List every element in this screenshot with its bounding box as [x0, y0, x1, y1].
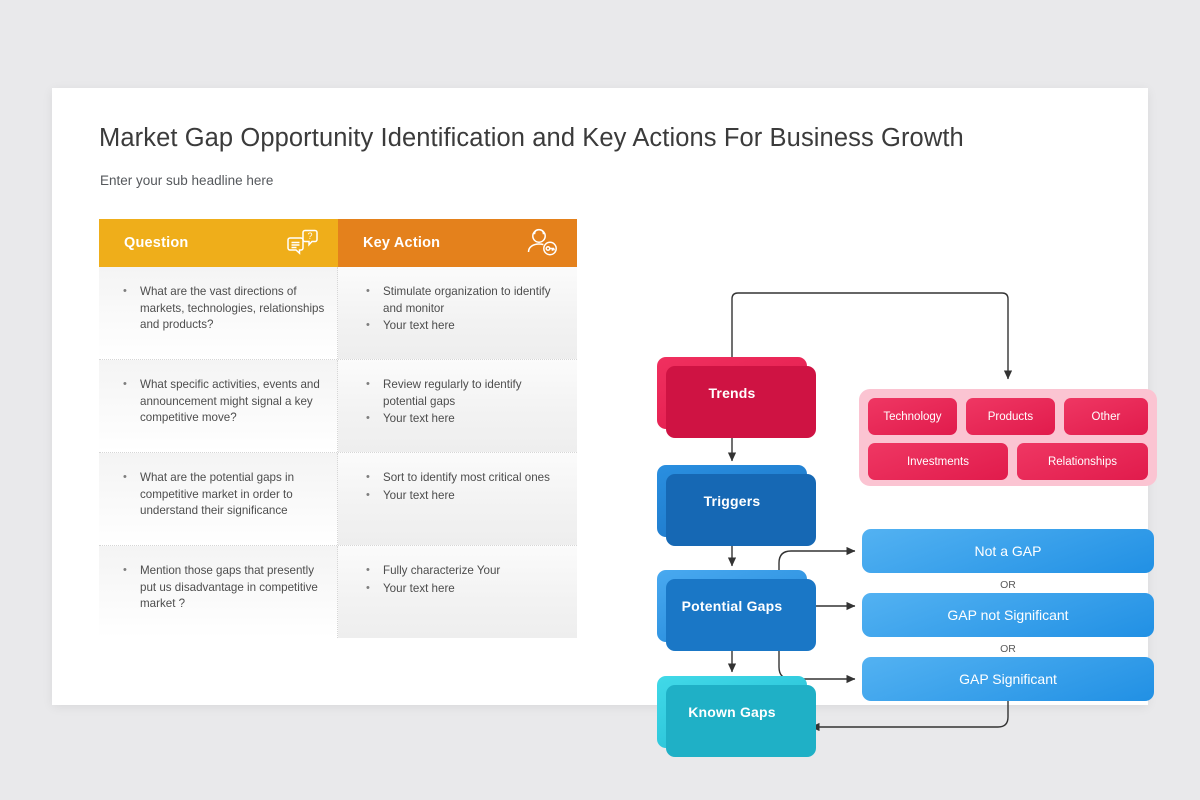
- gap-result-label: Not a GAP: [974, 543, 1042, 559]
- table-header-key-action-label: Key Action: [363, 235, 441, 251]
- gap-category-products[interactable]: Products: [965, 398, 1055, 435]
- list-item: Your text here: [364, 410, 565, 428]
- gap-category-label: Technology: [883, 410, 942, 423]
- list-item: What specific activities, events and ann…: [121, 376, 325, 427]
- question-chat-icon: ?: [286, 226, 320, 265]
- list-item: Mention those gaps that presently put us…: [121, 562, 325, 613]
- flow-node-potential-gaps[interactable]: Potential Gaps: [657, 570, 816, 651]
- gap-category-row: Investments Relationships: [868, 443, 1148, 480]
- table-cell-question: What are the potential gaps in competiti…: [99, 453, 338, 545]
- gap-category-label: Products: [987, 410, 1034, 423]
- table-row: What are the vast directions of markets,…: [99, 267, 577, 360]
- gap-result-significant[interactable]: GAP Significant: [862, 657, 1154, 701]
- svg-text:?: ?: [307, 231, 312, 241]
- table-body: What are the vast directions of markets,…: [99, 267, 577, 638]
- table-cell-question: What are the vast directions of markets,…: [99, 267, 338, 359]
- gap-category-relationships[interactable]: Relationships: [1016, 443, 1148, 480]
- table-header-row: Question ? Key Action: [99, 219, 577, 267]
- flow-node-trends[interactable]: Trends: [657, 357, 816, 438]
- table-cell-key-action: Review regularly to identify potential g…: [338, 360, 577, 452]
- list-item: Your text here: [364, 580, 565, 598]
- flow-connectors: [727, 292, 1013, 732]
- list-item: Fully characterize Your: [364, 562, 565, 580]
- gap-result-label: GAP Significant: [959, 671, 1057, 687]
- table-header-key-action: Key Action: [338, 219, 577, 267]
- table-header-question: Question ?: [99, 219, 338, 267]
- gap-category-technology[interactable]: Technology: [868, 398, 957, 435]
- gap-category-investments[interactable]: Investments: [868, 443, 1008, 480]
- flow-node-known-gaps[interactable]: Known Gaps: [657, 676, 816, 757]
- table-row: What specific activities, events and ann…: [99, 360, 577, 453]
- gap-category-label: Other: [1091, 410, 1121, 423]
- gap-category-label: Investments: [906, 455, 969, 468]
- flow-node-label: Triggers: [703, 493, 761, 509]
- gap-category-panel: Technology Products Other Investments Re…: [859, 389, 1157, 486]
- gap-category-label: Relationships: [1047, 455, 1117, 468]
- slide-card: Market Gap Opportunity Identification an…: [52, 88, 1157, 757]
- flow-node-label: Trends: [708, 385, 756, 401]
- gap-result-not-significant[interactable]: GAP not Significant: [862, 593, 1154, 637]
- list-item: Stimulate organization to identify and m…: [364, 283, 565, 317]
- list-item: Your text here: [364, 317, 565, 335]
- or-separator: OR: [1000, 643, 1016, 655]
- page-subtitle: Enter your sub headline here: [100, 173, 274, 188]
- gap-result-not-a-gap[interactable]: Not a GAP: [862, 529, 1154, 573]
- flow-node-triggers[interactable]: Triggers: [657, 465, 816, 546]
- gap-result-label: GAP not Significant: [947, 607, 1069, 623]
- table-cell-question: Mention those gaps that presently put us…: [99, 546, 338, 638]
- question-action-table: Question ? Key Action: [99, 219, 577, 638]
- gap-category-other[interactable]: Other: [1063, 398, 1148, 435]
- table-row: Mention those gaps that presently put us…: [99, 546, 577, 638]
- table-cell-question: What specific activities, events and ann…: [99, 360, 338, 452]
- or-separator: OR: [1000, 579, 1016, 591]
- process-flow-diagram: Trends Triggers Potential Gaps Known Gap…: [592, 193, 1157, 757]
- list-item: Sort to identify most critical ones: [364, 469, 565, 487]
- page-title: Market Gap Opportunity Identification an…: [99, 124, 964, 152]
- table-cell-key-action: Sort to identify most critical ones Your…: [338, 453, 577, 545]
- flow-node-label: Known Gaps: [688, 704, 776, 720]
- table-row: What are the potential gaps in competiti…: [99, 453, 577, 546]
- list-item: Review regularly to identify potential g…: [364, 376, 565, 410]
- table-cell-key-action: Stimulate organization to identify and m…: [338, 267, 577, 359]
- person-key-icon: [525, 226, 559, 265]
- gap-category-row: Technology Products Other: [868, 398, 1148, 435]
- list-item: What are the potential gaps in competiti…: [121, 469, 325, 520]
- list-item: What are the vast directions of markets,…: [121, 283, 325, 334]
- table-header-question-label: Question: [124, 235, 189, 251]
- flow-node-label: Potential Gaps: [681, 598, 783, 614]
- table-cell-key-action: Fully characterize Your Your text here: [338, 546, 577, 638]
- list-item: Your text here: [364, 487, 565, 505]
